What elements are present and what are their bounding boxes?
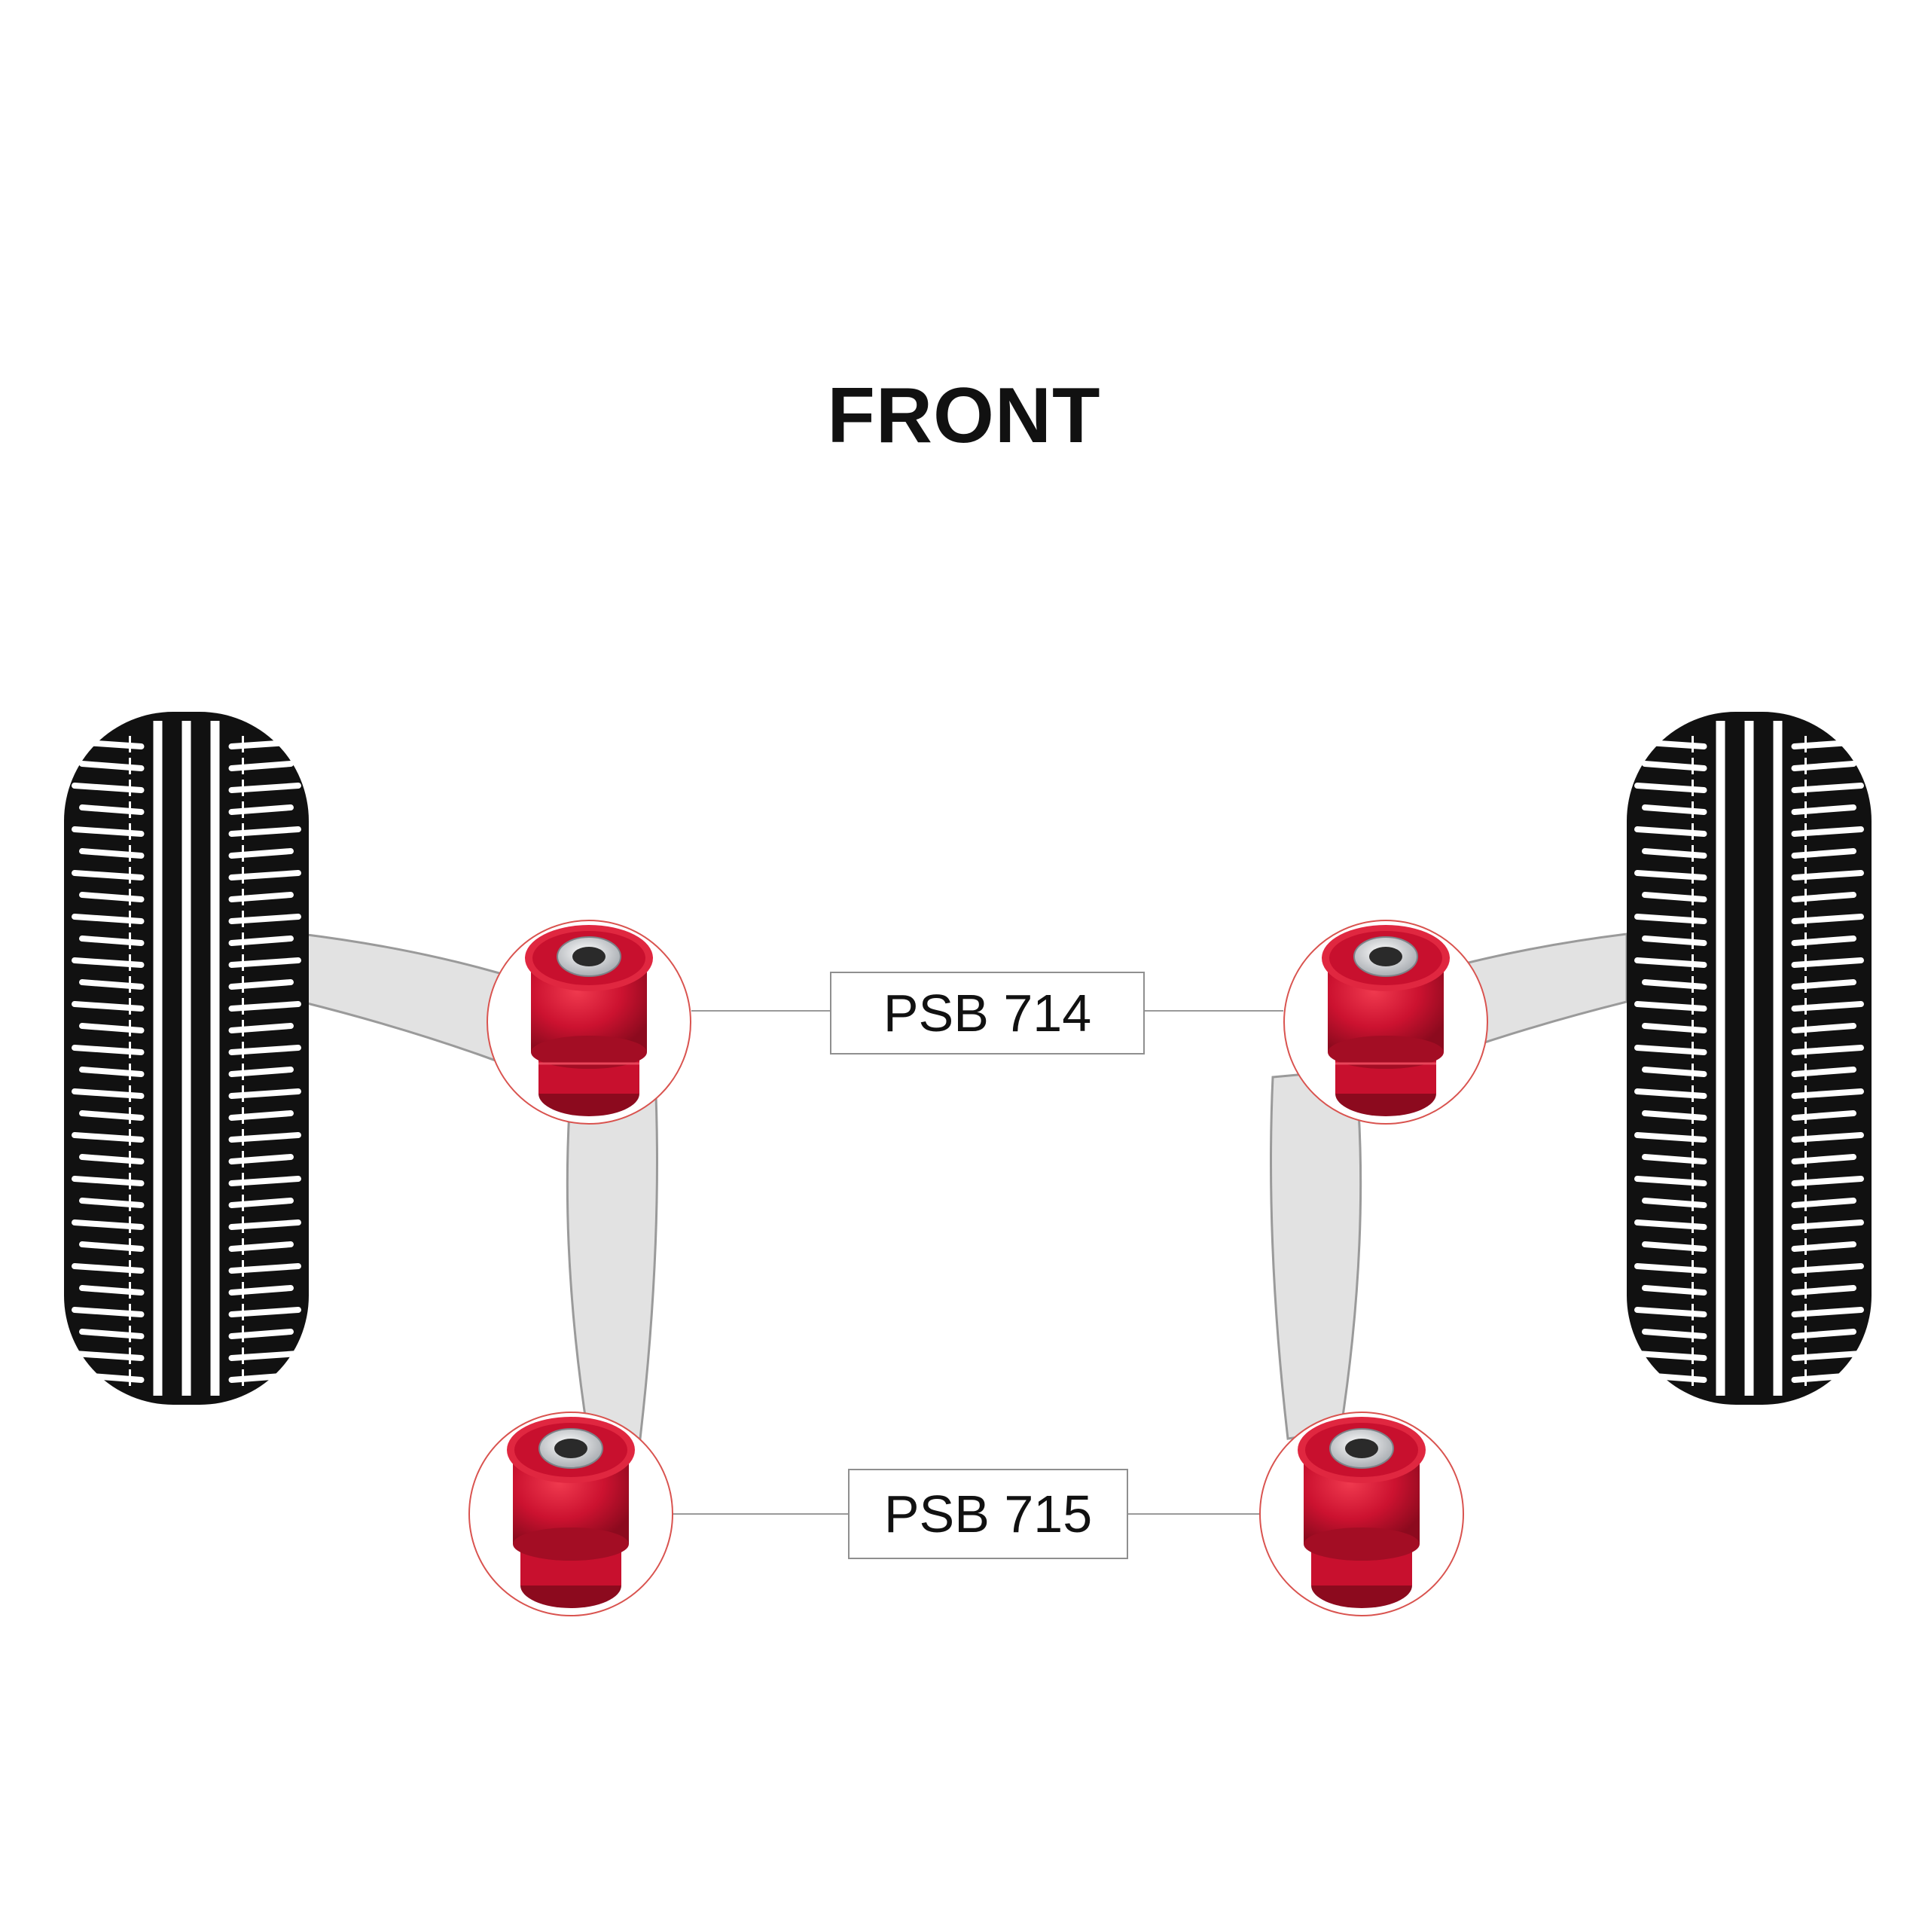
bushing-icon xyxy=(1298,1417,1426,1608)
bushing-icon xyxy=(525,925,653,1116)
callout-upper-left xyxy=(487,920,691,1125)
right-lower-arm xyxy=(1270,1068,1362,1440)
tyre-left-icon xyxy=(64,712,309,1405)
tyre-right-icon xyxy=(1627,712,1872,1405)
bushing-callouts xyxy=(468,920,1488,1616)
part-label-psb-714: PSB 714 xyxy=(830,972,1145,1055)
part-label-psb-715: PSB 715 xyxy=(848,1469,1128,1559)
callout-lower-left xyxy=(468,1412,673,1616)
callout-upper-right xyxy=(1283,920,1488,1125)
leader-lines xyxy=(673,1010,1283,1515)
page-title: FRONT xyxy=(827,372,1101,459)
bushing-icon xyxy=(1322,925,1450,1116)
left-upper-arm xyxy=(300,932,521,1072)
callout-lower-right xyxy=(1259,1412,1464,1616)
left-lower-arm xyxy=(566,1068,658,1440)
tyres xyxy=(64,712,1872,1405)
bushing-icon xyxy=(507,1417,635,1608)
